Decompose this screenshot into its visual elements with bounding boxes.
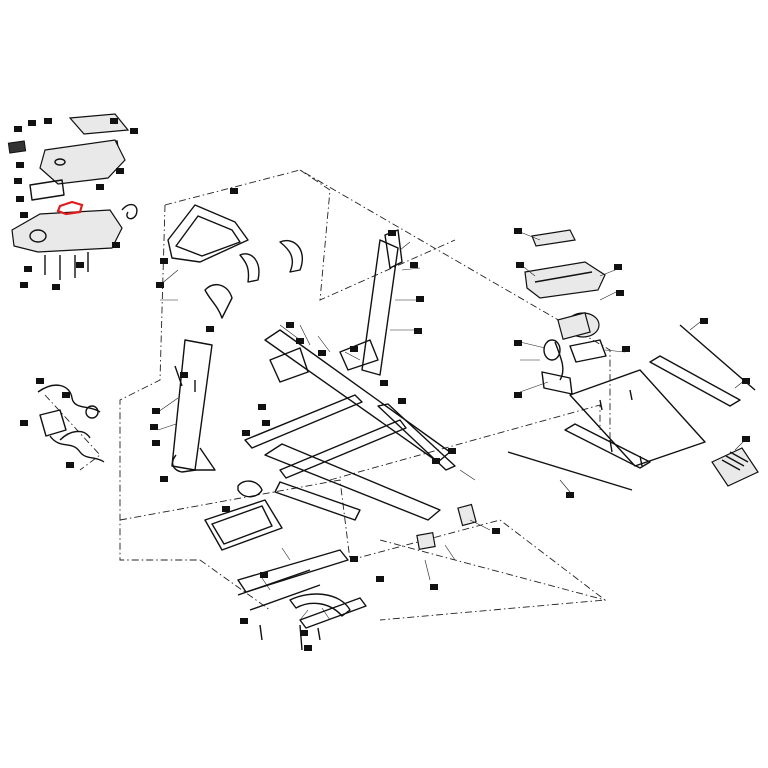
upright-left (171, 339, 213, 471)
callout-tags (20, 188, 750, 651)
console-overlay-panel (68, 113, 130, 135)
motor-assembly (524, 229, 607, 395)
console-speaker (54, 158, 66, 166)
bracket-right (339, 339, 379, 371)
assembly-connection-lines (44, 169, 611, 621)
frame-crossbar-front (244, 394, 363, 449)
upright-frame (167, 204, 403, 473)
motor-hood (524, 261, 606, 299)
console-base-housing (11, 209, 123, 253)
lift-motor (416, 532, 436, 550)
flywheel (543, 339, 561, 361)
front-roller (541, 371, 573, 395)
incline-frame-lower (237, 549, 349, 593)
hand-pulse-grip-middle (239, 253, 260, 283)
frame-rail-left (264, 443, 441, 521)
console-cup-holder (29, 229, 47, 243)
console-screws (44, 252, 89, 280)
rear-roller-cover-ridges (721, 451, 749, 471)
callouts-console (14, 118, 138, 290)
console-assembly (7, 113, 138, 290)
incline-frame-inner (211, 505, 273, 545)
deck-screws (599, 389, 643, 467)
handlebar-inner (175, 215, 241, 257)
upright-left-base (171, 454, 197, 473)
motor-mount (569, 339, 607, 363)
incline-foot (299, 597, 367, 629)
power-wire-assembly (37, 384, 105, 463)
deck-bumper-bottom (507, 451, 633, 491)
wire-harness-2 (59, 430, 91, 441)
running-deck (569, 369, 706, 467)
wire-harness (49, 435, 105, 463)
support-tube-left (174, 365, 196, 392)
console-top-cover (39, 139, 126, 185)
hand-pulse-grip-left (204, 284, 233, 319)
console-circuit-board (29, 179, 65, 201)
incline-frame-upper (204, 499, 283, 551)
drive-belt (554, 341, 564, 381)
incline-cross-rod (237, 569, 321, 611)
support-brace (190, 447, 216, 471)
frame-crossbar-rear (279, 419, 407, 479)
roller-assembly (237, 480, 263, 498)
power-cord (37, 384, 101, 413)
rail-cover (274, 481, 361, 521)
callout-leader-lines (157, 231, 746, 621)
selected-part-highlight[interactable] (56, 200, 84, 216)
incline-base-assembly (204, 499, 367, 651)
motor-body (557, 311, 591, 341)
side-rail-lower (564, 423, 651, 469)
side-rail-upper (649, 355, 741, 407)
upright-right (361, 239, 399, 376)
circuit-breaker (39, 409, 67, 437)
base-frame-assembly (237, 329, 477, 550)
bracket-left (269, 347, 309, 383)
incline-bolts (259, 624, 321, 651)
deck-assembly (507, 324, 759, 491)
handlebar-grip-left (7, 140, 27, 154)
console-cable (121, 203, 138, 220)
safety-key (85, 405, 99, 419)
handlebar-crossbar (167, 204, 249, 263)
motor-hood-lip (534, 271, 593, 283)
side-rail-right (377, 403, 456, 471)
motor-bracket (457, 503, 477, 527)
motor-hood-top (531, 229, 576, 247)
hand-pulse-grip-right (279, 239, 303, 273)
